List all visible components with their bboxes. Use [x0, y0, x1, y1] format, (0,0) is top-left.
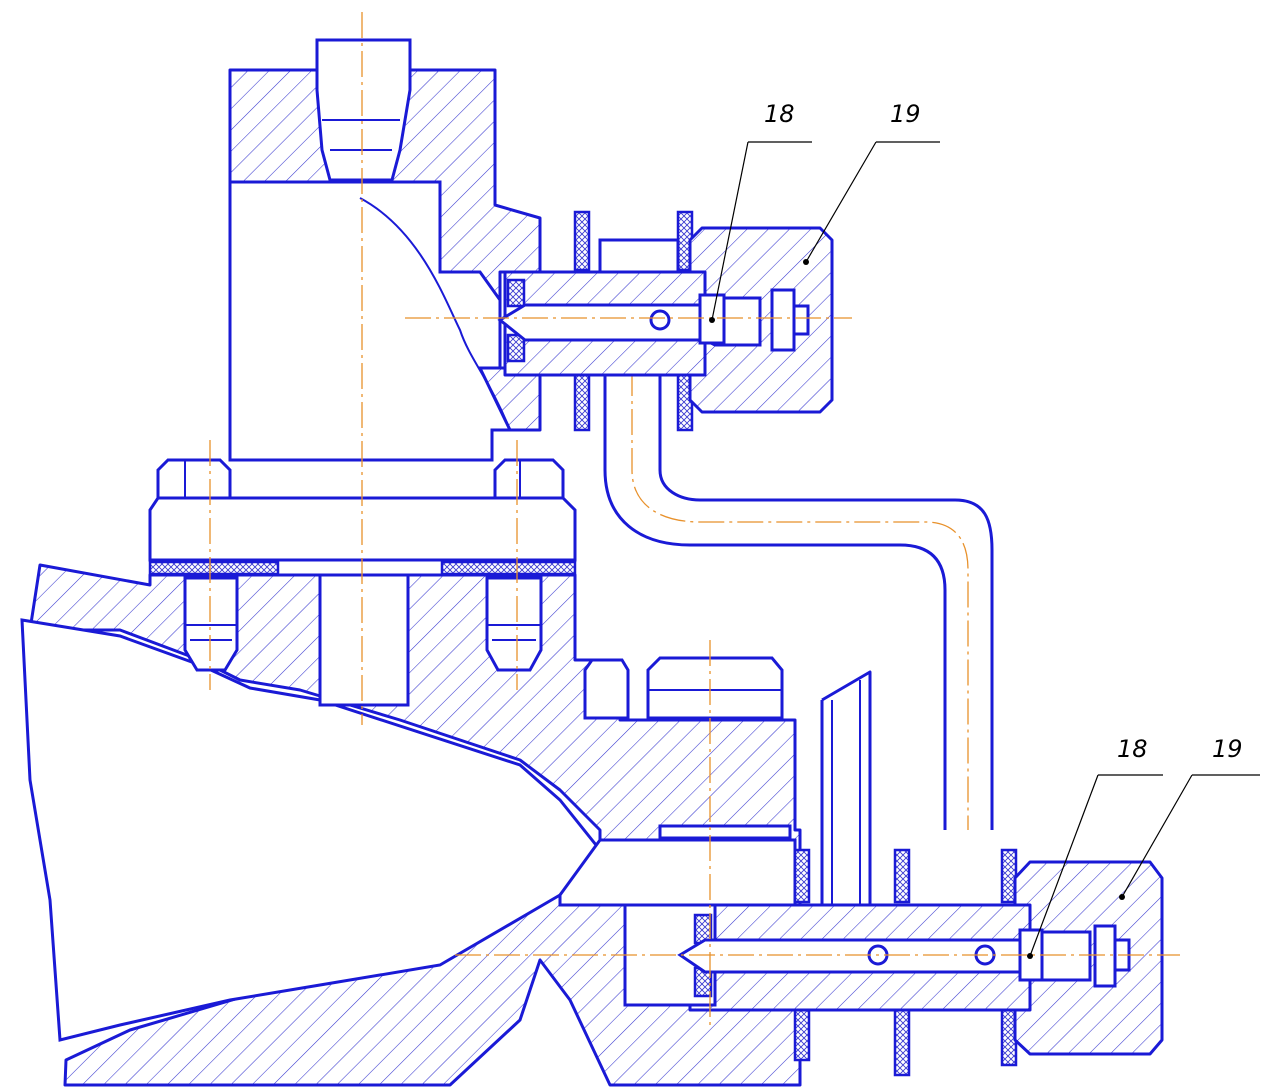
callout-upper-19: 19 — [803, 100, 940, 265]
centerlines — [209, 12, 1180, 1030]
callout-lower-19: 19 — [1119, 735, 1260, 900]
upper-fitting — [497, 210, 834, 432]
upper-housing — [228, 38, 542, 462]
lower-fitting — [623, 848, 1164, 1077]
callout-lower-18: 18 — [1027, 735, 1163, 959]
callout-label: 19 — [890, 100, 921, 128]
callout-label: 19 — [1212, 735, 1243, 763]
callout-label: 18 — [1117, 735, 1148, 763]
connecting-tube — [603, 370, 994, 905]
callout-label: 18 — [764, 100, 795, 128]
upper-flange — [148, 458, 577, 577]
callout-upper-18: 18 — [709, 100, 812, 323]
main-body — [20, 563, 802, 1087]
